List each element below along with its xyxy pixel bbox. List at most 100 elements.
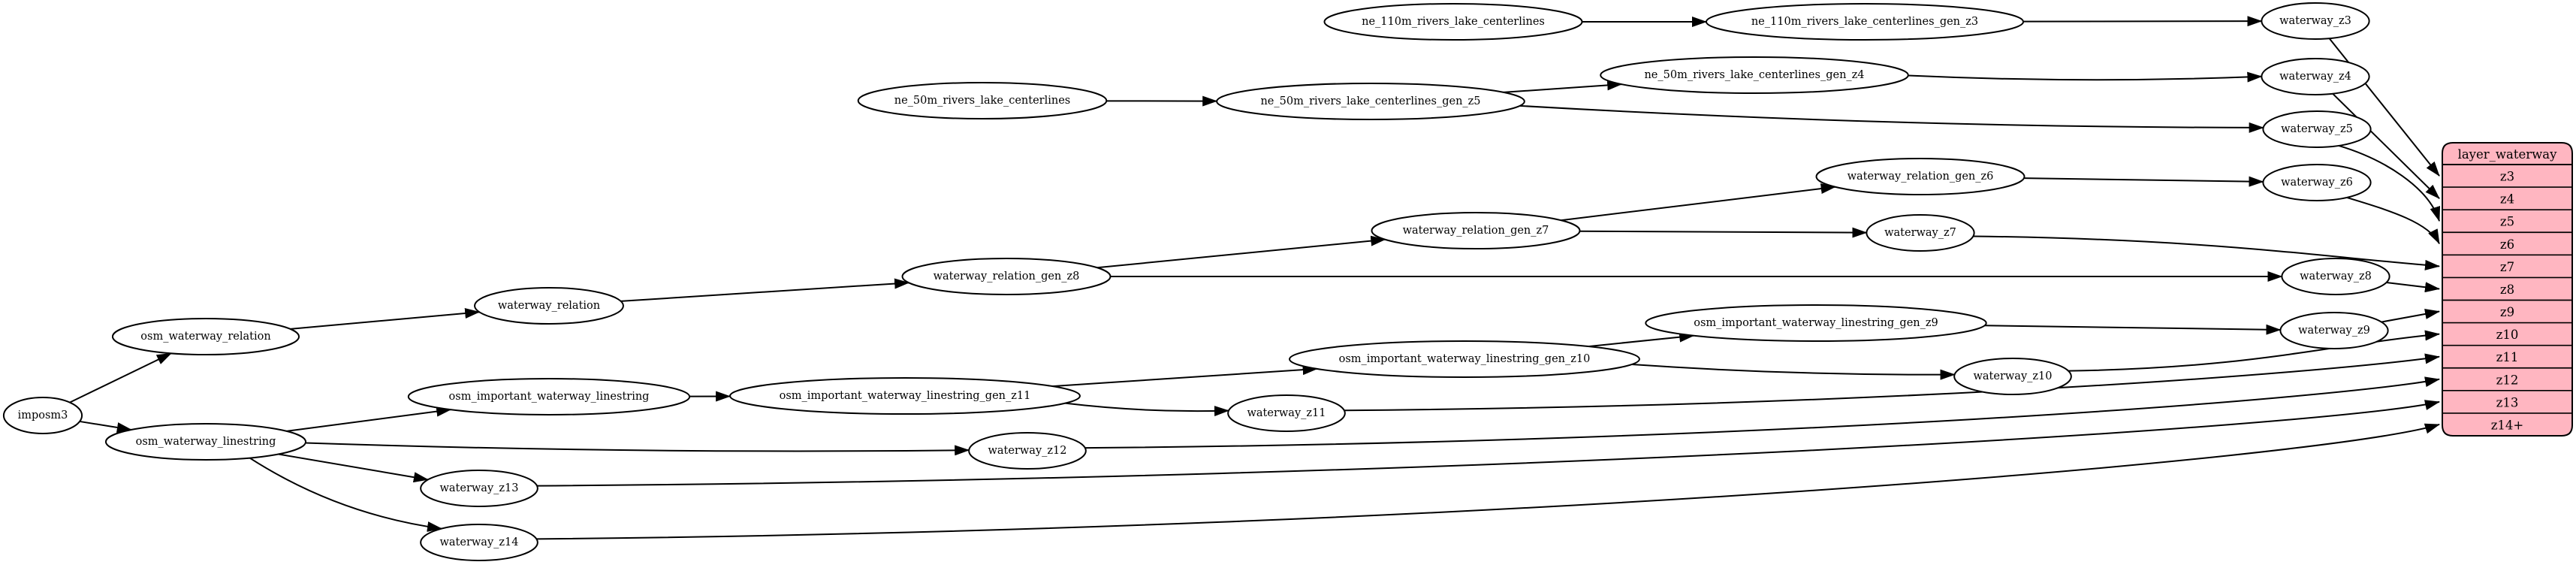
table-row-z12: z12 xyxy=(2496,373,2519,387)
node-osm_important_waterway_linestring: osm_important_waterway_linestring xyxy=(407,378,691,415)
table-row-z4: z4 xyxy=(2500,192,2514,207)
node-label-waterway_z12: waterway_z12 xyxy=(988,445,1067,457)
node-label-waterway_z7: waterway_z7 xyxy=(1884,227,1956,239)
edge-osm_waterway_linestring-to-waterway_z12 xyxy=(305,442,970,456)
node-ellipse-osm_important_waterway_linestring_gen_z10 xyxy=(1289,340,1640,378)
edge-ne_50m_rivers_lake_centerlines_gen_z5-to-ne_50m_rivers_lake_centerlines_gen_z4 xyxy=(1503,80,1623,93)
node-label-waterway_z10: waterway_z10 xyxy=(1974,370,2053,382)
node-waterway_z13: waterway_z13 xyxy=(420,470,538,507)
node-label-osm_important_waterway_linestring_gen_z10: osm_important_waterway_linestring_gen_z1… xyxy=(1339,353,1591,365)
node-label-waterway_relation: waterway_relation xyxy=(498,300,600,312)
node-label-ne_110m_rivers_lake_centerlines: ne_110m_rivers_lake_centerlines xyxy=(1362,16,1545,28)
node-label-ne_110m_rivers_lake_centerlines_gen_z3: ne_110m_rivers_lake_centerlines_gen_z3 xyxy=(1751,16,1978,28)
node-ellipse-waterway_z7 xyxy=(1866,214,1975,252)
edge-osm_important_waterway_linestring_gen_z11-to-osm_important_waterway_linestring_gen_z10 xyxy=(1052,364,1318,388)
node-waterway_relation: waterway_relation xyxy=(474,287,624,325)
edge-osm_waterway_linestring-to-osm_important_waterway_linestring xyxy=(286,406,452,432)
node-ellipse-waterway_z3 xyxy=(2261,2,2370,40)
node-waterway_z6: waterway_z6 xyxy=(2262,164,2372,201)
node-ellipse-waterway_relation_gen_z6 xyxy=(1815,158,2026,195)
table-row-z5: z5 xyxy=(2500,215,2514,229)
node-label-ne_50m_rivers_lake_centerlines_gen_z4: ne_50m_rivers_lake_centerlines_gen_z4 xyxy=(1644,69,1864,81)
node-ellipse-ne_50m_rivers_lake_centerlines_gen_z4 xyxy=(1600,56,1909,94)
node-label-waterway_z8: waterway_z8 xyxy=(2300,270,2372,282)
table-row-z6: z6 xyxy=(2500,237,2514,252)
node-label-ne_50m_rivers_lake_centerlines: ne_50m_rivers_lake_centerlines xyxy=(894,95,1071,107)
edge-ne_50m_rivers_lake_centerlines_gen_z5-to-waterway_z5 xyxy=(1519,104,2264,133)
edge-waterway_z13-to-row-z13 xyxy=(537,400,2440,487)
node-waterway_relation_gen_z6: waterway_relation_gen_z6 xyxy=(1815,158,2026,195)
node-label-ne_50m_rivers_lake_centerlines_gen_z5: ne_50m_rivers_lake_centerlines_gen_z5 xyxy=(1260,95,1480,107)
node-ellipse-ne_50m_rivers_lake_centerlines xyxy=(857,82,1108,119)
edge-waterway_relation_gen_z6-to-waterway_z6 xyxy=(2023,176,2264,187)
edge-waterway_z14-to-row-z14+ xyxy=(536,423,2440,540)
node-label-waterway_z11: waterway_z11 xyxy=(1247,407,1326,419)
node-waterway_z8: waterway_z8 xyxy=(2281,258,2390,295)
edge-waterway_z9-to-row-z9 xyxy=(2381,309,2440,323)
node-osm_important_waterway_linestring_gen_z10: osm_important_waterway_linestring_gen_z1… xyxy=(1289,340,1640,378)
node-ellipse-waterway_z4 xyxy=(2261,58,2370,95)
table-row-z8: z8 xyxy=(2500,282,2514,297)
node-ne_110m_rivers_lake_centerlines: ne_110m_rivers_lake_centerlines xyxy=(1323,3,1583,41)
node-ellipse-osm_important_waterway_linestring xyxy=(407,378,691,415)
node-ne_50m_rivers_lake_centerlines: ne_50m_rivers_lake_centerlines xyxy=(857,82,1108,119)
edge-osm_important_waterway_linestring_gen_z10-to-osm_important_waterway_linestring_gen_z9 xyxy=(1588,331,1695,348)
node-label-osm_important_waterway_linestring: osm_important_waterway_linestring xyxy=(449,391,650,403)
edge-osm_important_waterway_linestring_gen_z10-to-waterway_z10 xyxy=(1631,364,1956,380)
edge-waterway_relation-to-waterway_relation_gen_z8 xyxy=(620,278,910,302)
node-osm_waterway_relation: osm_waterway_relation xyxy=(111,318,300,355)
node-ellipse-osm_waterway_linestring xyxy=(104,423,307,461)
node-waterway_z12: waterway_z12 xyxy=(968,432,1087,470)
node-ellipse-waterway_z8 xyxy=(2281,258,2390,295)
table-row-z7: z7 xyxy=(2500,260,2514,274)
node-label-waterway_relation_gen_z7: waterway_relation_gen_z7 xyxy=(1403,225,1549,237)
node-ellipse-waterway_z12 xyxy=(968,432,1087,470)
node-ellipse-waterway_z9 xyxy=(2279,312,2389,349)
edge-osm_waterway_relation-to-waterway_relation xyxy=(290,308,481,330)
table-row-z9: z9 xyxy=(2500,305,2514,319)
edge-waterway_z3-to-row-z3 xyxy=(2328,38,2440,177)
node-osm_important_waterway_linestring_gen_z11: osm_important_waterway_linestring_gen_z1… xyxy=(729,377,1081,415)
edge-osm_important_waterway_linestring_gen_z11-to-waterway_z11 xyxy=(1065,402,1229,417)
node-ellipse-waterway_z6 xyxy=(2262,164,2372,201)
edge-waterway_z12-to-row-z12 xyxy=(1084,376,2440,449)
edge-waterway_z4-to-row-z4 xyxy=(2332,93,2440,199)
node-osm_important_waterway_linestring_gen_z9: osm_important_waterway_linestring_gen_z9 xyxy=(1645,304,1987,342)
node-ellipse-imposm3 xyxy=(2,397,83,434)
table-layer_waterway: layer_waterwayz3z4z5z6z7z8z9z10z11z12z13… xyxy=(2442,142,2573,437)
table-row-z3: z3 xyxy=(2500,170,2514,184)
edge-waterway_z10-to-row-z10 xyxy=(2068,330,2440,372)
edge-imposm3-to-osm_waterway_relation xyxy=(69,352,172,403)
node-waterway_z11: waterway_z11 xyxy=(1227,394,1346,432)
table-row-z11: z11 xyxy=(2496,350,2519,364)
edge-waterway_z6-to-row-z6 xyxy=(2346,196,2440,245)
node-label-waterway_z14: waterway_z14 xyxy=(440,536,519,548)
node-label-osm_waterway_relation: osm_waterway_relation xyxy=(140,331,270,343)
node-ne_110m_rivers_lake_centerlines_gen_z3: ne_110m_rivers_lake_centerlines_gen_z3 xyxy=(1705,3,2025,41)
nodes-layer: imposm3osm_waterway_relationosm_waterway… xyxy=(2,2,2390,561)
node-waterway_z7: waterway_z7 xyxy=(1866,214,1975,252)
table-outline xyxy=(2442,142,2573,437)
edge-waterway_z8-to-row-z8 xyxy=(2386,282,2440,293)
edge-waterway_relation_gen_z7-to-waterway_z7 xyxy=(1579,227,1868,238)
node-label-osm_important_waterway_linestring_gen_z11: osm_important_waterway_linestring_gen_z1… xyxy=(780,390,1031,402)
node-label-imposm3: imposm3 xyxy=(18,409,68,421)
table-title: layer_waterway xyxy=(2458,147,2558,162)
node-ellipse-waterway_z5 xyxy=(2262,110,2372,148)
node-label-waterway_relation_gen_z8: waterway_relation_gen_z8 xyxy=(934,270,1080,282)
table-row-z14+: z14+ xyxy=(2491,418,2524,432)
node-waterway_z3: waterway_z3 xyxy=(2261,2,2370,40)
node-ellipse-waterway_z14 xyxy=(420,524,538,561)
node-label-osm_important_waterway_linestring_gen_z9: osm_important_waterway_linestring_gen_z9 xyxy=(1694,317,1938,329)
node-waterway_z4: waterway_z4 xyxy=(2261,58,2370,95)
edge-waterway_z5-to-row-z5 xyxy=(2338,144,2441,222)
node-label-waterway_z4: waterway_z4 xyxy=(2279,71,2351,83)
node-ellipse-waterway_relation_gen_z7 xyxy=(1371,212,1581,249)
node-waterway_z9: waterway_z9 xyxy=(2279,312,2389,349)
edge-osm_waterway_linestring-to-waterway_z14 xyxy=(249,457,443,532)
node-ellipse-waterway_z10 xyxy=(1953,358,2072,395)
edge-ne_50m_rivers_lake_centerlines_gen_z4-to-waterway_z4 xyxy=(1908,71,2263,83)
edge-waterway_z7-to-row-z7 xyxy=(1973,235,2440,270)
